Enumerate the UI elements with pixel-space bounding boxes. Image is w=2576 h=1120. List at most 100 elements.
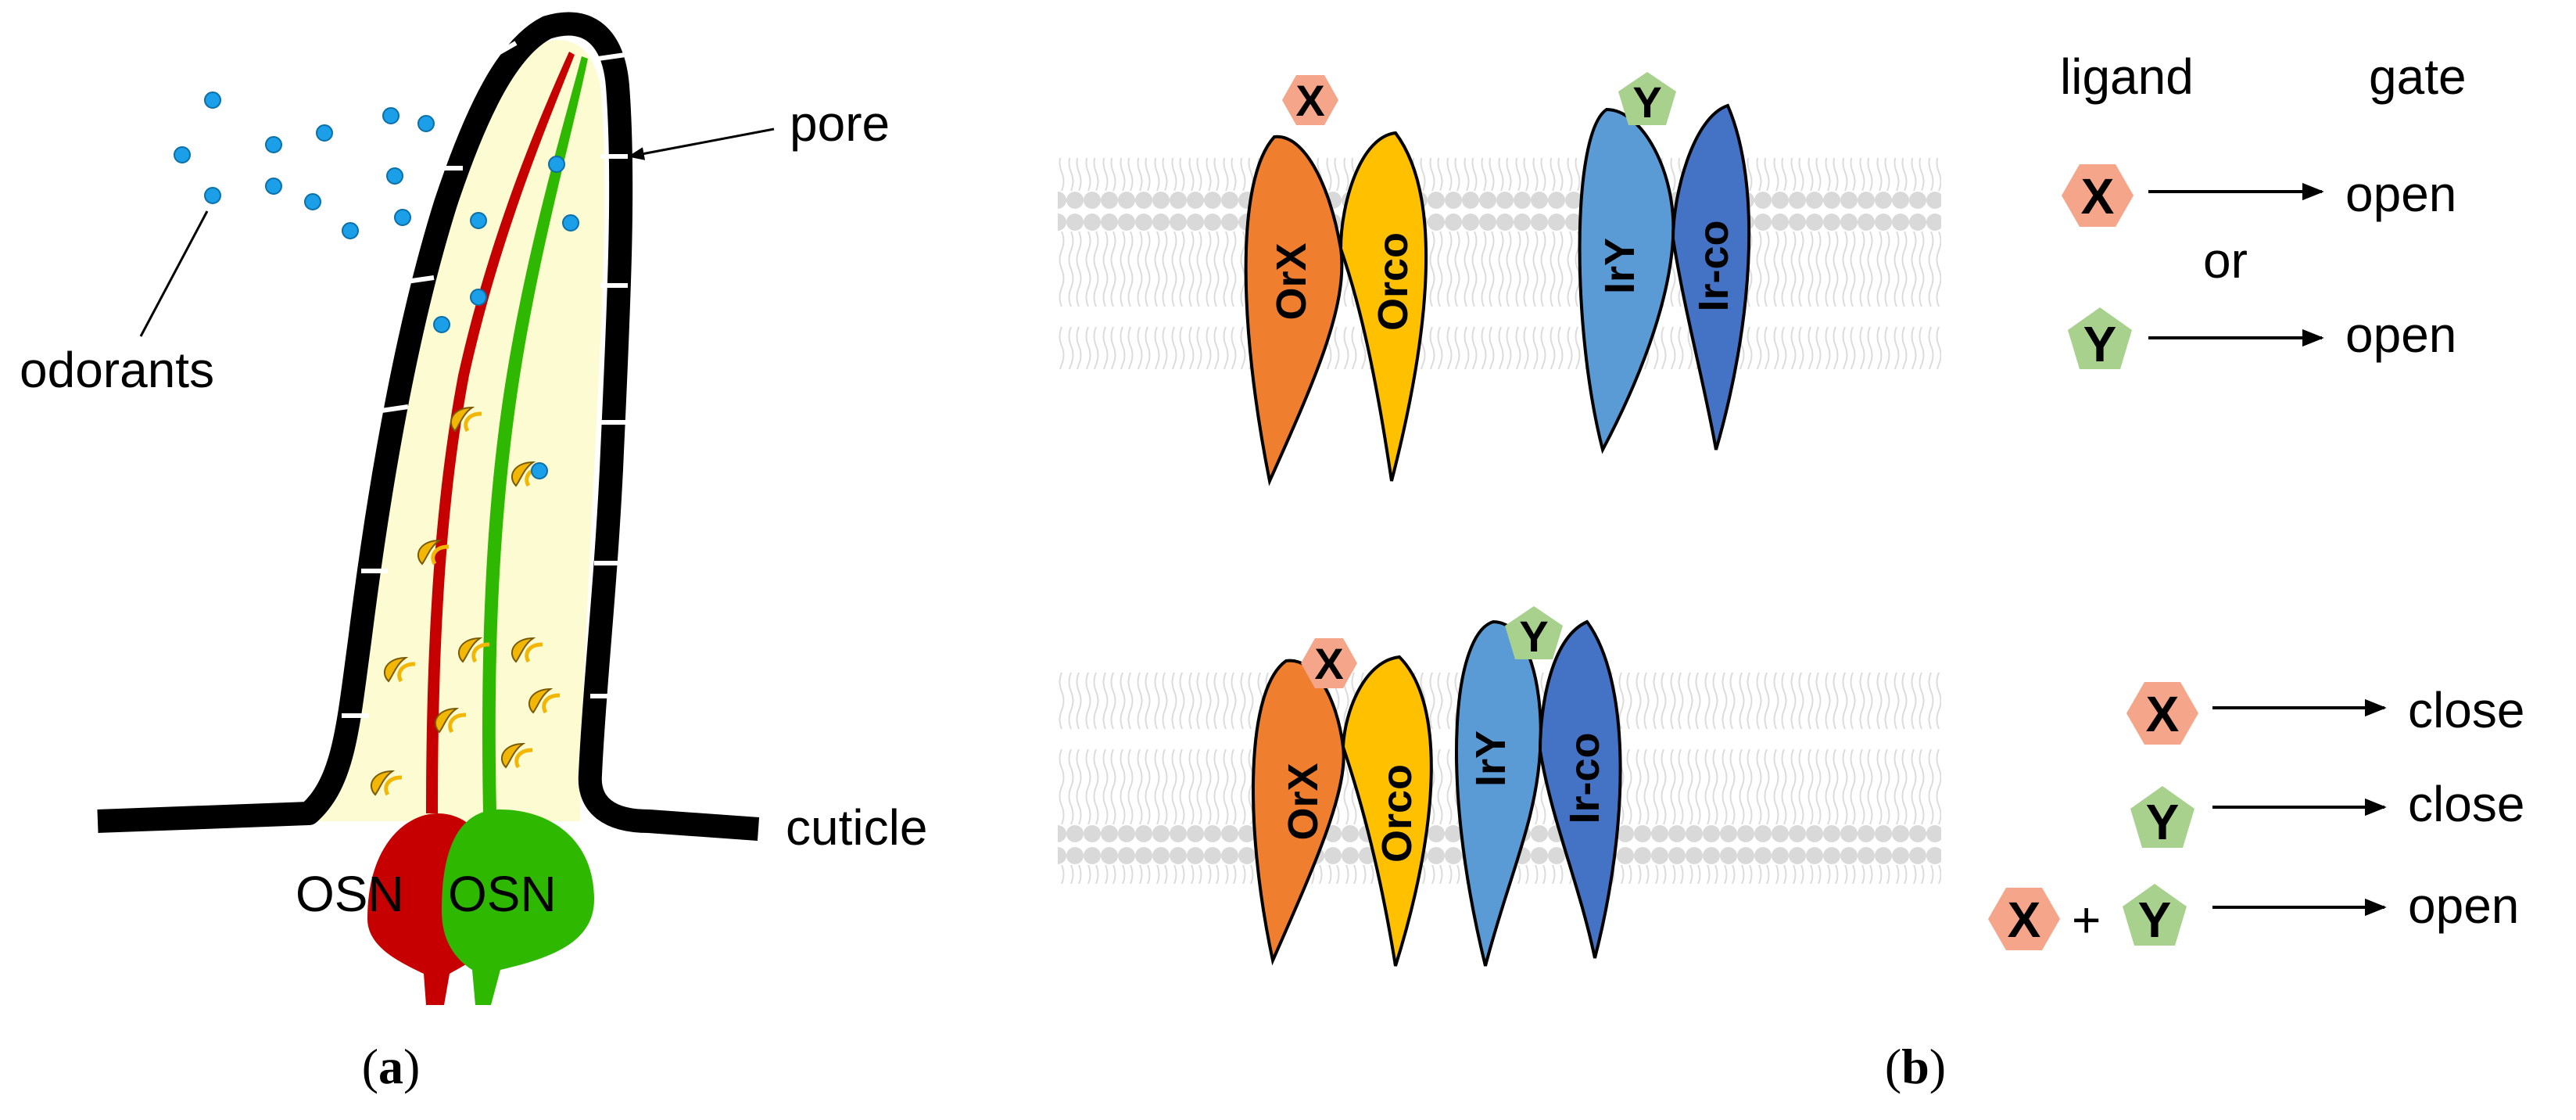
binding-protein-crescent bbox=[528, 687, 554, 714]
legend-b-x-hexagon bbox=[2126, 682, 2198, 745]
ligand-header: ligand bbox=[2060, 48, 2194, 105]
binding-proteins bbox=[371, 406, 561, 796]
membrane-bottom-diagram: OrX Orco IrY Ir-co X Y bbox=[1058, 606, 1941, 967]
odorant-dot bbox=[386, 167, 403, 185]
receptor-orx-top bbox=[1244, 135, 1344, 486]
odorant-dot bbox=[531, 462, 548, 479]
legend-y-label: Y bbox=[2083, 316, 2117, 372]
binding-protein-crescent-outer bbox=[464, 411, 482, 433]
legend-b-y-label: Y bbox=[2146, 794, 2180, 850]
ligand-y-pentagon-bottom bbox=[1505, 606, 1563, 659]
receptor-irco-top-label: Ir-co bbox=[1690, 220, 1737, 311]
receptor-iry-bottom-label: IrY bbox=[1467, 731, 1514, 787]
pore-label: pore bbox=[790, 95, 890, 152]
receptor-irco-bottom bbox=[1538, 619, 1622, 959]
odorants-label: odorants bbox=[20, 342, 214, 398]
osn-label-red: OSN bbox=[296, 866, 404, 922]
legend-b-result-combo: open bbox=[2408, 878, 2519, 934]
legend-or: or bbox=[2203, 232, 2248, 289]
odorant-dot bbox=[342, 222, 359, 239]
odorant-dot bbox=[417, 115, 435, 132]
binding-protein-crescent-outer bbox=[384, 775, 403, 796]
sensillum-diagram: pore odorants cuticle OSN OSN bbox=[20, 12, 927, 1005]
odorant-dot bbox=[174, 146, 191, 163]
panel-a-caption: (a) bbox=[362, 1039, 421, 1094]
pore-arrow bbox=[627, 127, 775, 160]
receptor-orx-bottom bbox=[1251, 659, 1345, 966]
membrane-top-diagram: OrX Orco IrY Ir-co X Y bbox=[1058, 72, 1941, 486]
ligand-x-hexagon-top bbox=[1282, 75, 1338, 125]
odorants-pointer bbox=[139, 210, 209, 337]
legend-b-result-x: close bbox=[2408, 682, 2524, 738]
lipid-bilayer-top bbox=[1058, 158, 1941, 369]
receptor-irco-top bbox=[1671, 103, 1751, 451]
cuticle-pores bbox=[342, 41, 628, 718]
receptor-irco-bottom-label: Ir-co bbox=[1561, 732, 1608, 824]
legend-b-plus: + bbox=[2072, 892, 2101, 948]
receptor-orx-bottom-label: OrX bbox=[1280, 763, 1327, 840]
gate-header: gate bbox=[2369, 48, 2467, 105]
odorant-dot bbox=[470, 289, 487, 306]
binding-protein-crescent-outer bbox=[448, 713, 467, 734]
receptor-orco-top-label: Orco bbox=[1370, 232, 1417, 331]
odorant-dot bbox=[562, 214, 579, 232]
receptor-orco-bottom-label: Orco bbox=[1374, 764, 1421, 863]
receptor-orco-top bbox=[1338, 131, 1428, 482]
binding-protein-crescent-outer bbox=[525, 642, 543, 663]
odorant-dot bbox=[316, 124, 333, 142]
odorant-molecules bbox=[174, 92, 579, 479]
binding-protein-crescent-outer bbox=[514, 748, 533, 769]
ligand-y-top-label: Y bbox=[1632, 77, 1661, 127]
legend-b-y-pentagon bbox=[2130, 786, 2194, 848]
binding-protein-crescent bbox=[371, 770, 396, 796]
ligand-y-bottom-label: Y bbox=[1519, 612, 1548, 661]
binding-protein-crescent-outer bbox=[471, 642, 490, 663]
odorant-dot bbox=[382, 107, 399, 124]
binding-protein-crescent bbox=[384, 656, 409, 683]
legend-x-label: X bbox=[2081, 168, 2115, 224]
osn-green-neuron bbox=[442, 56, 594, 1005]
cuticle-label: cuticle bbox=[786, 799, 927, 856]
odorant-dot bbox=[548, 156, 565, 173]
receptor-iry-bottom bbox=[1454, 619, 1542, 967]
legend-b-x-label: X bbox=[2146, 686, 2180, 742]
ligand-x-top-label: X bbox=[1295, 76, 1324, 125]
panel-b-caption: (b) bbox=[1885, 1039, 1946, 1094]
ligand-x-bottom-label: X bbox=[1314, 639, 1343, 688]
legend-b-combo-x-hexagon bbox=[1988, 888, 2060, 950]
legend-x-hexagon bbox=[2062, 164, 2134, 227]
ligand-x-hexagon-bottom bbox=[1301, 638, 1357, 688]
binding-protein-crescent bbox=[417, 539, 442, 565]
odorant-dot bbox=[265, 136, 282, 153]
binding-protein-crescent-outer bbox=[397, 662, 416, 683]
ligand-y-pentagon-top bbox=[1618, 72, 1676, 125]
legend-b-combo-y-label: Y bbox=[2138, 892, 2172, 948]
odorant-dot bbox=[470, 212, 487, 229]
binding-protein-crescent-outer bbox=[431, 544, 450, 565]
odorant-dot bbox=[204, 92, 221, 109]
binding-protein-crescent-outer bbox=[542, 693, 561, 714]
legend-result-y: open bbox=[2345, 307, 2456, 363]
receptor-orco-bottom bbox=[1341, 655, 1433, 967]
legend-top: ligand gate X open or Y open bbox=[2060, 48, 2467, 372]
odorant-dot bbox=[304, 193, 321, 210]
binding-protein-crescent bbox=[458, 637, 483, 663]
odorant-dot bbox=[433, 316, 450, 333]
legend-result-x: open bbox=[2345, 166, 2456, 222]
receptor-orx-top-label: OrX bbox=[1268, 242, 1315, 320]
binding-protein-crescent bbox=[511, 461, 536, 487]
odorant-dot bbox=[204, 187, 221, 204]
legend-b-result-y: close bbox=[2408, 776, 2524, 832]
binding-protein-crescent bbox=[450, 406, 475, 433]
receptor-iry-top bbox=[1578, 107, 1675, 454]
binding-protein-crescent bbox=[435, 707, 460, 734]
binding-protein-crescent bbox=[501, 742, 526, 769]
binding-protein-crescent bbox=[511, 637, 536, 663]
odorant-dot bbox=[394, 209, 411, 226]
legend-b-combo-y-pentagon bbox=[2123, 884, 2187, 946]
receptor-iry-top-label: IrY bbox=[1596, 238, 1643, 294]
legend-bottom: X close Y close X + Y open bbox=[1988, 682, 2524, 950]
legend-b-combo-x-label: X bbox=[2008, 892, 2041, 948]
osn-label-green: OSN bbox=[448, 866, 557, 922]
